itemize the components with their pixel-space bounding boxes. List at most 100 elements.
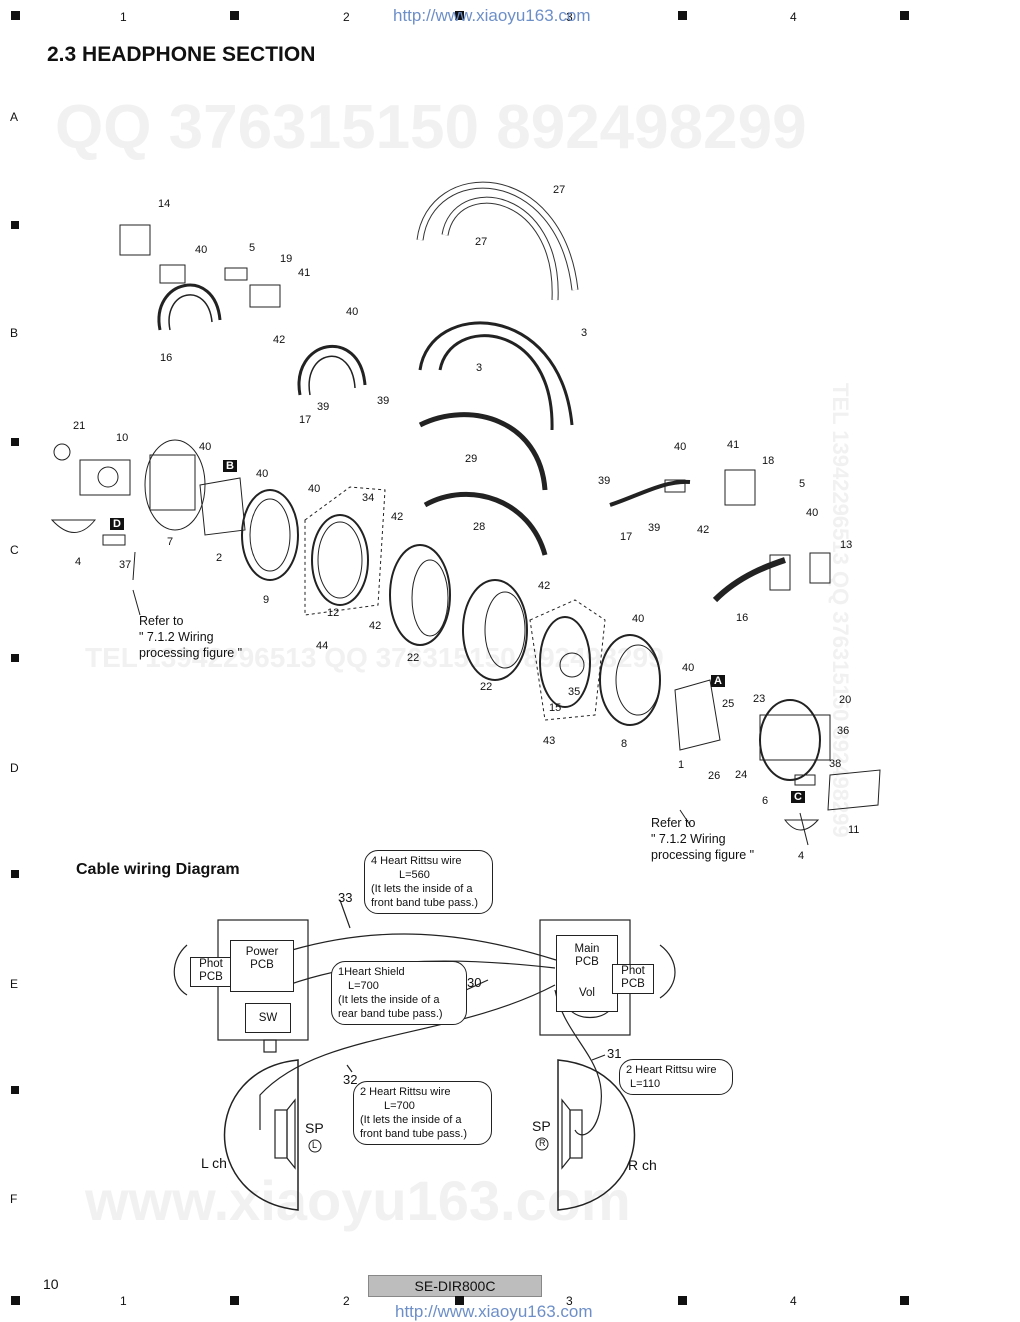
- speaker-left-label: SP: [305, 1120, 324, 1136]
- part-label: 40: [308, 483, 321, 495]
- col-label-2: 2: [343, 10, 350, 24]
- part-label: 20: [839, 694, 852, 706]
- row-mark: [11, 221, 19, 229]
- part-label: 40: [682, 662, 695, 674]
- footer-col-1: 1: [120, 1294, 127, 1308]
- part-label: 26: [708, 770, 721, 782]
- part-label: 22: [480, 681, 493, 693]
- part-label-box-b: B: [223, 460, 237, 472]
- part-label: 40: [674, 441, 687, 453]
- row-mark: [11, 1086, 19, 1094]
- reference-note-left: Refer to " 7.1.2 Wiring processing figur…: [139, 614, 243, 660]
- part-label: 34: [362, 492, 375, 504]
- part-label-box-a: A: [711, 675, 725, 687]
- wire-spec-30: 1Heart Shield L=700 (It lets the inside …: [331, 961, 467, 1025]
- row-label-b: B: [10, 326, 19, 340]
- part-label: 28: [473, 521, 486, 533]
- ruler-mark: [230, 11, 239, 20]
- part-label: 10: [116, 432, 129, 444]
- part-label: 44: [316, 640, 329, 652]
- page-title: 2.3 HEADPHONE SECTION: [47, 43, 316, 66]
- part-label: 39: [648, 522, 661, 534]
- part-label: 35: [568, 686, 581, 698]
- part-label: 40: [632, 613, 645, 625]
- left-channel-label: L ch: [201, 1155, 227, 1171]
- speaker-right-label: SP: [532, 1118, 551, 1134]
- ruler-mark: [678, 11, 687, 20]
- part-label: 5: [799, 478, 806, 490]
- part-label: 19: [280, 253, 293, 265]
- footer-col-4: 4: [790, 1294, 797, 1308]
- part-label-box-c: C: [791, 791, 805, 803]
- part-label: 3: [581, 327, 588, 339]
- row-label-c: C: [10, 543, 19, 557]
- wiring-diagram-title: Cable wiring Diagram: [76, 861, 240, 878]
- wire-spec-33: 4 Heart Rittsu wire L=560 (It lets the i…: [364, 850, 493, 914]
- part-label: 37: [119, 559, 132, 571]
- part-label: 2: [216, 552, 223, 564]
- col-label-3: 3: [566, 10, 573, 24]
- part-label: 41: [298, 267, 311, 279]
- part-label: 8: [621, 738, 628, 750]
- ruler-mark: [900, 11, 909, 20]
- part-label-box-d: D: [110, 518, 124, 530]
- part-label: 13: [840, 539, 853, 551]
- part-label: 1: [678, 759, 685, 771]
- part-label: 4: [798, 850, 805, 862]
- part-label: 40: [346, 306, 359, 318]
- part-label: 3: [476, 362, 483, 374]
- part-label: 15: [549, 702, 562, 714]
- part-label: 27: [553, 184, 566, 196]
- part-label: 17: [620, 531, 633, 543]
- part-label: 16: [160, 352, 173, 364]
- wire-number-33: 33: [338, 890, 353, 905]
- part-label: 40: [806, 507, 819, 519]
- part-label: 18: [762, 455, 775, 467]
- footer-url[interactable]: http://www.xiaoyu163.com: [395, 1302, 593, 1321]
- part-label: 22: [407, 652, 420, 664]
- part-label: 43: [543, 735, 556, 747]
- part-label: 38: [829, 758, 842, 770]
- speaker-left-mark: L: [312, 1140, 318, 1150]
- speaker-right-mark: R: [539, 1138, 546, 1148]
- part-label: 42: [697, 524, 710, 536]
- row-mark: [11, 654, 19, 662]
- row-label-d: D: [10, 761, 19, 775]
- watermark-side: TEL 13942296513 QQ 376315150 892498299: [828, 383, 853, 838]
- part-label: 12: [327, 607, 340, 619]
- reference-note-right: Refer to " 7.1.2 Wiring processing figur…: [651, 816, 755, 862]
- col-label-1: 1: [120, 10, 127, 24]
- row-mark: [11, 438, 19, 446]
- wire-spec-31: 2 Heart Rittsu wire L=110: [619, 1059, 733, 1095]
- page-number: 10: [43, 1276, 59, 1292]
- part-label: 29: [465, 453, 478, 465]
- part-label: 41: [727, 439, 740, 451]
- col-label-4: 4: [790, 10, 797, 24]
- part-label: 42: [273, 334, 286, 346]
- part-label: 14: [158, 198, 171, 210]
- part-label: 16: [736, 612, 749, 624]
- ruler-mark: [230, 1296, 239, 1305]
- right-channel-label: R ch: [628, 1157, 657, 1173]
- part-label: 6: [762, 795, 769, 807]
- ruler-mark: [11, 1296, 20, 1305]
- footer-col-3: 3: [566, 1294, 573, 1308]
- part-label: 27: [475, 236, 488, 248]
- part-label: 23: [753, 693, 766, 705]
- ruler-mark: [11, 11, 20, 20]
- part-label: 11: [848, 824, 860, 836]
- part-label: 21: [73, 420, 86, 432]
- header-url[interactable]: http://www.xiaoyu163.com: [393, 6, 591, 25]
- ruler-mark: [455, 1296, 464, 1305]
- part-label: 42: [391, 511, 404, 523]
- part-label: 42: [369, 620, 382, 632]
- part-label: 36: [837, 725, 850, 737]
- wire-number-32: 32: [343, 1072, 358, 1087]
- wire-number-30: 30: [467, 975, 482, 990]
- part-label: 40: [195, 244, 208, 256]
- row-label-a: A: [10, 110, 19, 124]
